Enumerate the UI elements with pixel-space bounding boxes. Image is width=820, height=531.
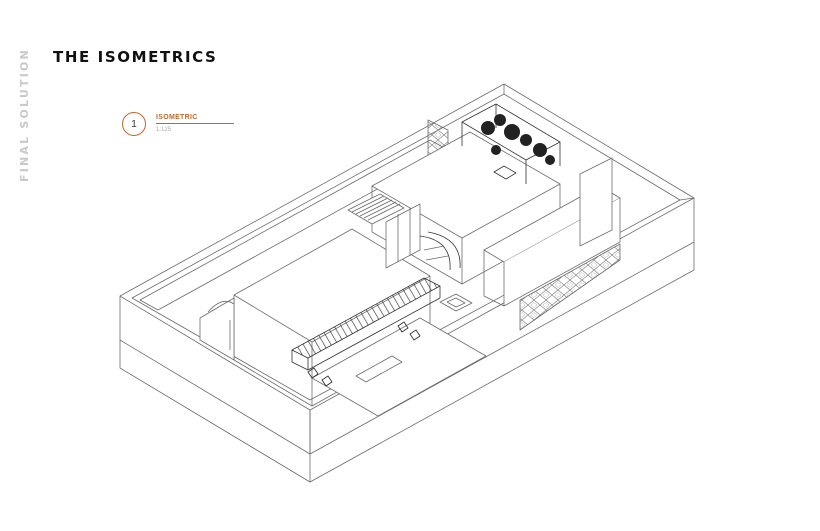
front-canopy — [291, 277, 441, 371]
drawing-label-rule — [156, 123, 234, 125]
side-block — [483, 157, 621, 331]
stair — [347, 193, 461, 271]
rear-building — [371, 131, 561, 285]
drawing-scale: 1:125 — [156, 127, 172, 133]
page-title: THE ISOMETRICS — [53, 48, 218, 66]
courtyard — [307, 293, 487, 417]
site-wall-inner — [131, 84, 695, 401]
roof-pergola — [461, 103, 561, 184]
drawing-number-badge: 1 — [122, 112, 146, 136]
drawing-name: ISOMETRIC — [156, 114, 198, 121]
drawing-number: 1 — [131, 118, 137, 130]
